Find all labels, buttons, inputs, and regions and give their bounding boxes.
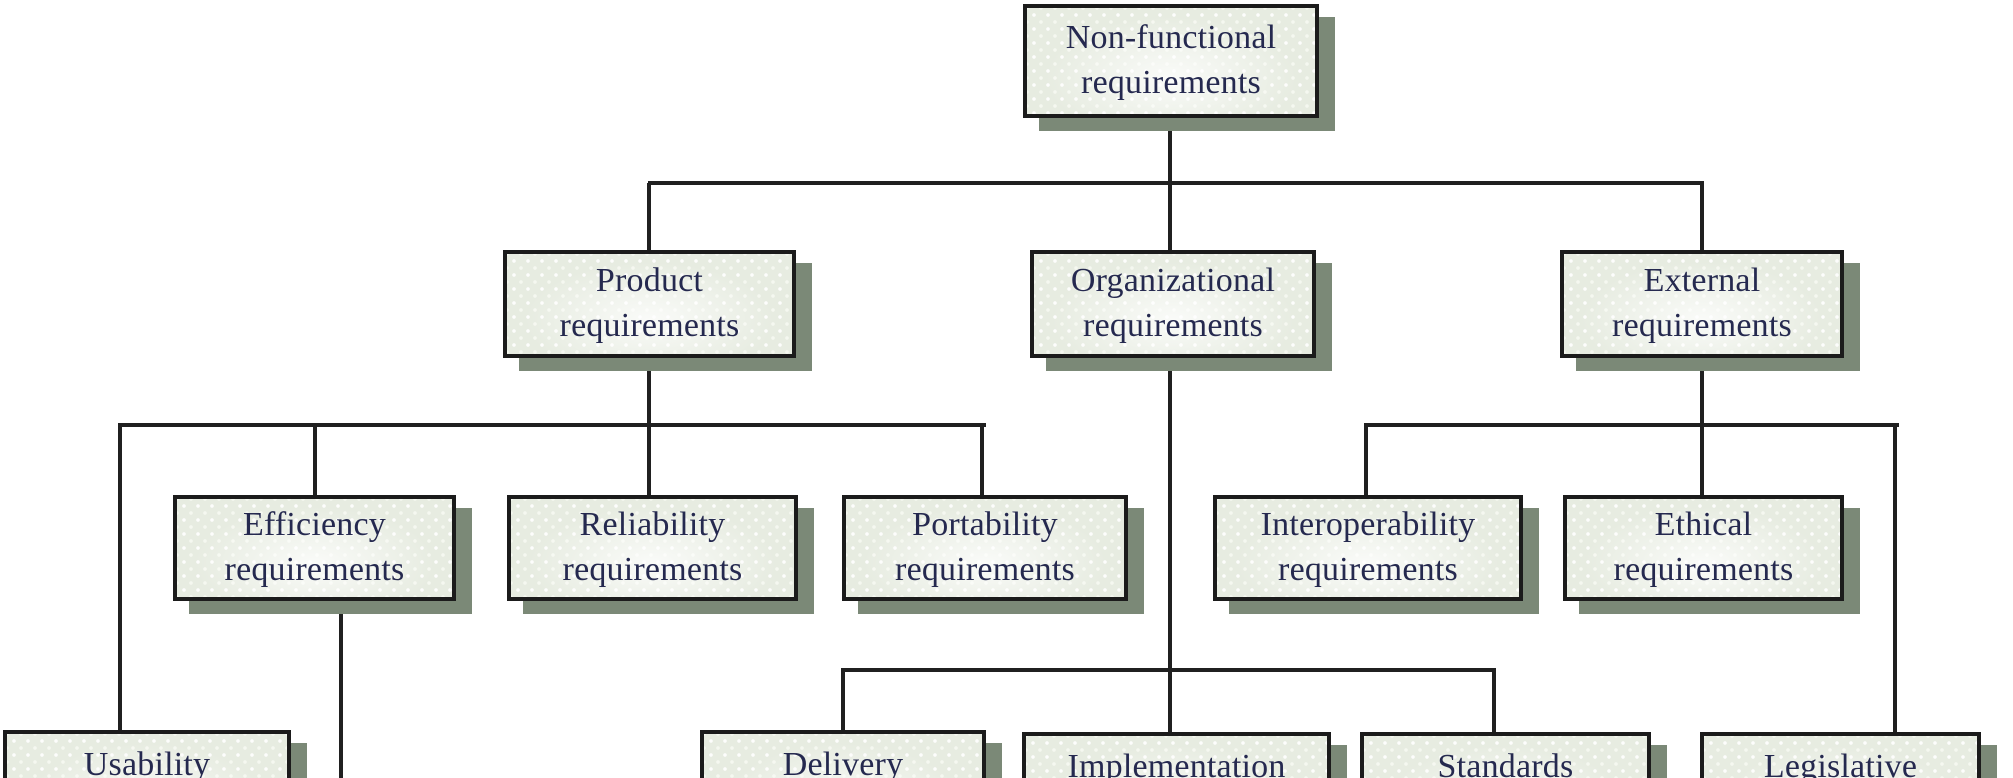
edge-root-trunk	[1168, 118, 1172, 252]
node-label-line1: Portability	[912, 506, 1058, 544]
edge-level2-bus	[648, 181, 1704, 185]
node-external-requirements: External requirements	[1560, 250, 1844, 358]
node-label-line1: Legislative	[1763, 748, 1918, 778]
edge-organizational-trunk	[1168, 358, 1172, 734]
node-label-line2: requirements	[562, 551, 743, 588]
node-label-line1: Usability	[83, 746, 211, 778]
node-label-line2: requirements	[1083, 307, 1263, 344]
node-label-line1: Implementation	[1067, 748, 1286, 778]
edge-interoperability-drop	[1364, 425, 1368, 497]
node-non-functional-requirements: Non-functional requirements	[1023, 4, 1319, 118]
edge-portability-drop	[980, 425, 984, 497]
edge-product-children-bus	[118, 423, 986, 427]
edge-product-drop	[647, 183, 651, 252]
edge-efficiency-drop	[313, 425, 317, 497]
node-interoperability-requirements: Interoperability requirements	[1213, 495, 1523, 601]
node-label-line2: requirements	[1081, 64, 1261, 101]
edge-delivery-drop	[841, 670, 845, 732]
edge-external-trunk	[1700, 358, 1704, 497]
node-legislative: Legislative	[1700, 732, 1981, 778]
node-label-line1: Ethical	[1654, 506, 1753, 544]
node-product-requirements: Product requirements	[503, 250, 796, 358]
node-efficiency-requirements: Efficiency requirements	[173, 495, 456, 601]
node-label-line1: Non-functional	[1065, 19, 1277, 57]
node-label-line1: Product	[595, 262, 704, 300]
node-implementation: Implementation	[1022, 732, 1331, 778]
node-label-line1: Interoperability	[1260, 506, 1476, 544]
edge-external-children-bus	[1364, 423, 1899, 427]
edge-legislative-drop	[1893, 425, 1897, 734]
edge-standards-drop	[1492, 670, 1496, 734]
edge-efficiency-trunk-clipped	[339, 600, 343, 778]
node-label-line1: Efficiency	[243, 506, 386, 544]
node-label-line1: External	[1643, 262, 1761, 300]
node-label-line1: Reliability	[579, 506, 726, 544]
node-delivery: Delivery	[700, 730, 986, 778]
node-label-line1: Delivery	[782, 746, 904, 778]
node-portability-requirements: Portability requirements	[842, 495, 1128, 601]
edge-external-drop	[1700, 183, 1704, 252]
node-label-line2: requirements	[1613, 551, 1794, 588]
edge-usability-drop	[118, 425, 122, 732]
node-standards: Standards	[1360, 732, 1651, 778]
edge-organizational-children-bus	[841, 668, 1496, 672]
node-label-line2: requirements	[1612, 307, 1792, 344]
node-label-line1: Organizational	[1070, 262, 1276, 300]
node-ethical-requirements: Ethical requirements	[1563, 495, 1844, 601]
node-organizational-requirements: Organizational requirements	[1030, 250, 1316, 358]
node-label-line2: requirements	[1278, 551, 1458, 588]
node-label-line2: requirements	[224, 551, 405, 588]
node-label-line1: Standards	[1437, 748, 1574, 778]
node-label-line2: requirements	[559, 307, 740, 344]
node-reliability-requirements: Reliability requirements	[507, 495, 798, 601]
edge-product-trunk	[647, 358, 651, 497]
node-label-line2: requirements	[895, 551, 1075, 588]
node-usability: Usability	[3, 730, 291, 778]
